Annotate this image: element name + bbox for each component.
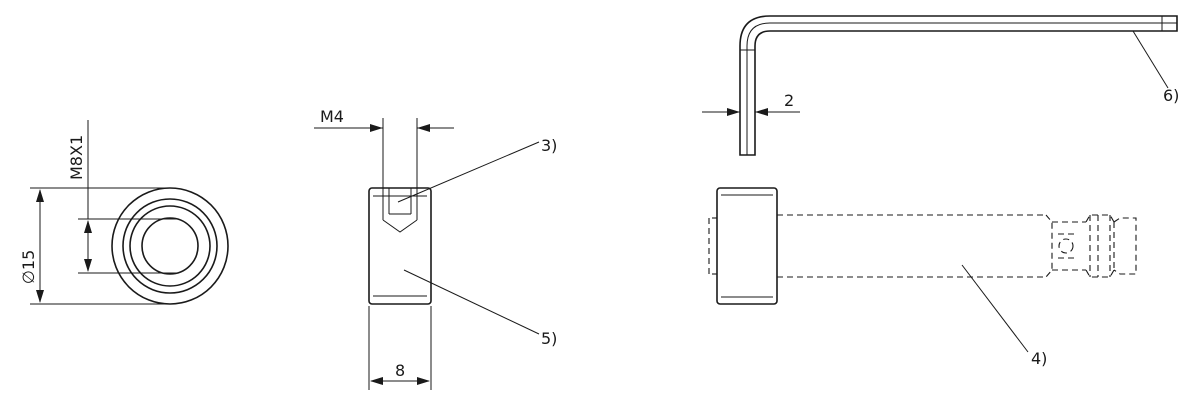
thread-m8-dimension: M8X1 <box>67 135 92 272</box>
callout-5-label: 5) <box>541 329 557 348</box>
callout-3: 3) <box>397 136 557 203</box>
width-8-label: 8 <box>395 361 405 380</box>
callout-4: 4) <box>961 264 1047 368</box>
thread-m8-label: M8X1 <box>67 135 86 180</box>
callout-5: 5) <box>403 269 557 348</box>
callout-4-label: 4) <box>1031 349 1047 368</box>
nut-with-shaft <box>708 187 1137 305</box>
key-2-dimension: 2 <box>702 91 800 116</box>
nut-side-view <box>368 118 432 390</box>
thread-m4-label: M4 <box>320 107 344 126</box>
callout-6: 6) <box>1132 30 1179 105</box>
callout-3-label: 3) <box>541 136 557 155</box>
width-8-dimension: 8 <box>370 361 430 385</box>
hex-key <box>739 15 1178 156</box>
nut-front-view <box>30 120 229 305</box>
diameter-15-label: ∅15 <box>19 250 38 284</box>
callout-6-label: 6) <box>1163 86 1179 105</box>
key-2-label: 2 <box>784 91 794 110</box>
thread-m4-dimension: M4 <box>314 107 454 132</box>
diameter-15-dimension: ∅15 <box>19 189 44 303</box>
